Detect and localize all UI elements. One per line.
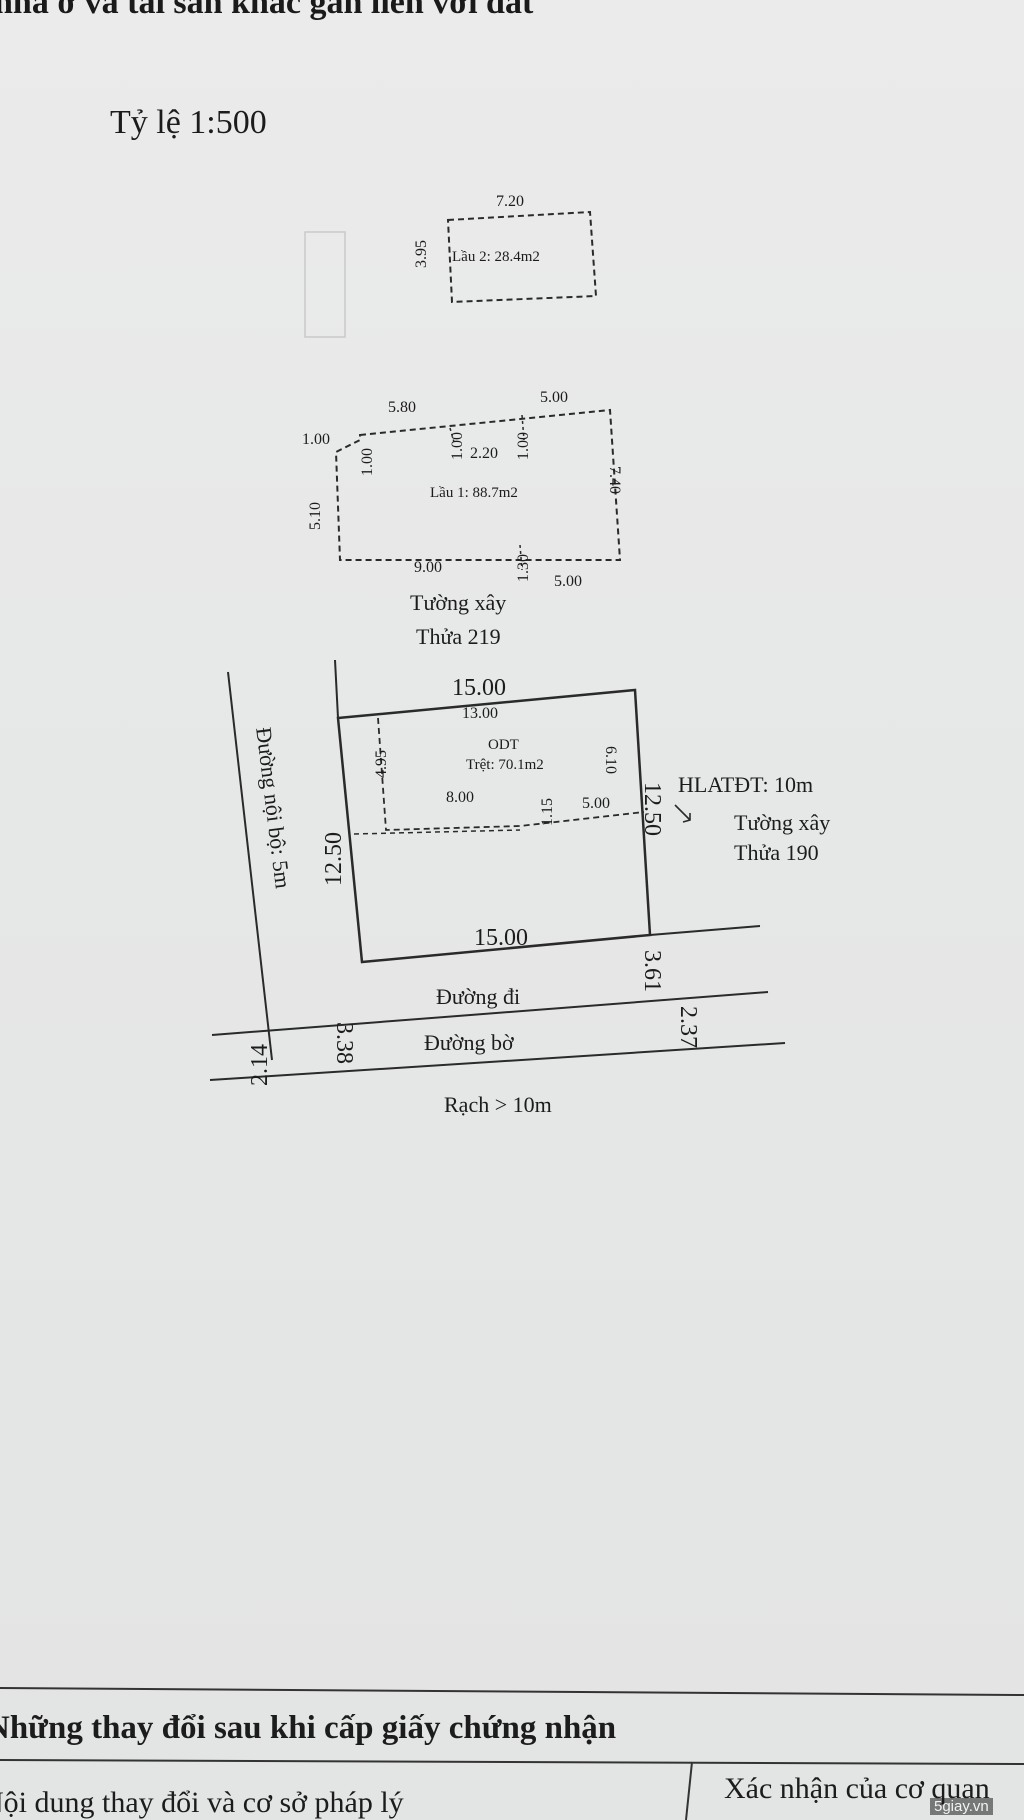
floor1-inner-line-b	[521, 414, 525, 441]
changes-column-left: Nội dung thay đổi và cơ sở pháp lý	[0, 1786, 404, 1819]
ground-dim-left: 12.50	[321, 832, 347, 886]
bank-line	[209, 1042, 786, 1081]
changes-section-heading: Những thay đổi sau khi cấp giấy chứng nh…	[0, 1710, 617, 1746]
floor1-dim-left-b: 1.00	[359, 448, 376, 476]
floor1-dim-bottom-right: 5.00	[554, 573, 582, 590]
floor1-inner-line-a	[449, 427, 455, 443]
ground-floor-label: Trệt: 70.1m2	[466, 757, 544, 773]
ground-dim-inner-bottom-left: 8.00	[446, 789, 474, 806]
ground-dim-bottom: 15.00	[474, 925, 528, 951]
neighbor-right-parcel: Thửa 190	[734, 840, 819, 865]
path-label: Đường đi	[436, 984, 521, 1009]
floor1-dim-mid-a: 1.00	[449, 432, 466, 460]
parcel-extension-line	[334, 659, 339, 719]
floor1-dim-mid-c: 1.00	[515, 432, 532, 460]
lower-dim-right-1: 3.61	[639, 950, 665, 992]
floor1-dim-top-left: 5.80	[388, 399, 416, 416]
floor2-label: Lầu 2: 28.4m2	[452, 249, 540, 265]
ground-dim-inner-top: 13.00	[462, 705, 498, 722]
floor1-dim-mid-b: 2.20	[470, 445, 498, 462]
lower-dim-left-1: 3.38	[331, 1022, 357, 1064]
watermark-text: 5giay.vn	[930, 1798, 993, 1815]
ground-dim-right: 12.50	[639, 782, 665, 836]
bleed-through-mark	[304, 231, 346, 338]
floor1-dim-left-c: 5.10	[307, 502, 324, 530]
floor1-label: Lầu 1: 88.7m2	[430, 485, 518, 501]
ground-dim-inner-bottom-right: 5.00	[582, 795, 610, 812]
path-line	[211, 991, 769, 1036]
lower-dim-right-2: 2.37	[675, 1006, 701, 1048]
floor1-outline	[334, 408, 622, 561]
floor2-outline	[446, 210, 598, 304]
neighbor-top-parcel: Thửa 219	[416, 624, 501, 649]
canal-label: Rạch > 10m	[444, 1092, 552, 1117]
land-use-code: ODT	[488, 737, 519, 753]
floor1-dim-right: 7.40	[606, 466, 623, 494]
floor1-dim-bottom-mid: 1.30	[515, 554, 532, 582]
ground-dim-inner-mid: 1.15	[539, 798, 556, 826]
lower-dim-left-2: 2.14	[247, 1044, 273, 1086]
ground-dim-top: 15.00	[452, 675, 506, 701]
neighbor-right-wall: Tường xây	[734, 810, 831, 835]
page-title-fragment: nhà ở và tài sản khác gắn liền với đất	[0, 0, 534, 21]
footer-rule	[0, 1687, 1024, 1696]
neighbor-boundary-line	[649, 925, 761, 936]
floor1-inner-line-c	[519, 544, 523, 571]
floor1-dim-bottom-left: 9.00	[414, 559, 442, 576]
neighbor-top-wall: Tường xây	[410, 590, 507, 615]
floor1-dim-top-right: 5.00	[540, 389, 568, 406]
drawing-scale: Tỷ lệ 1:500	[110, 104, 267, 141]
footer-column-divider	[685, 1761, 693, 1820]
internal-road-line	[227, 671, 273, 1061]
floor1-dim-left-a: 1.00	[302, 431, 330, 448]
ground-building-outline	[377, 717, 645, 831]
floor2-dim-left: 3.95	[413, 240, 430, 268]
road-setback-label: HLATĐT: 10m	[678, 772, 814, 797]
ground-dim-inner-left: 4.95	[373, 750, 390, 778]
floor2-dim-top: 7.20	[496, 193, 524, 210]
ground-dim-inner-right: 6.10	[602, 746, 619, 774]
bank-label: Đường bờ	[424, 1030, 514, 1055]
